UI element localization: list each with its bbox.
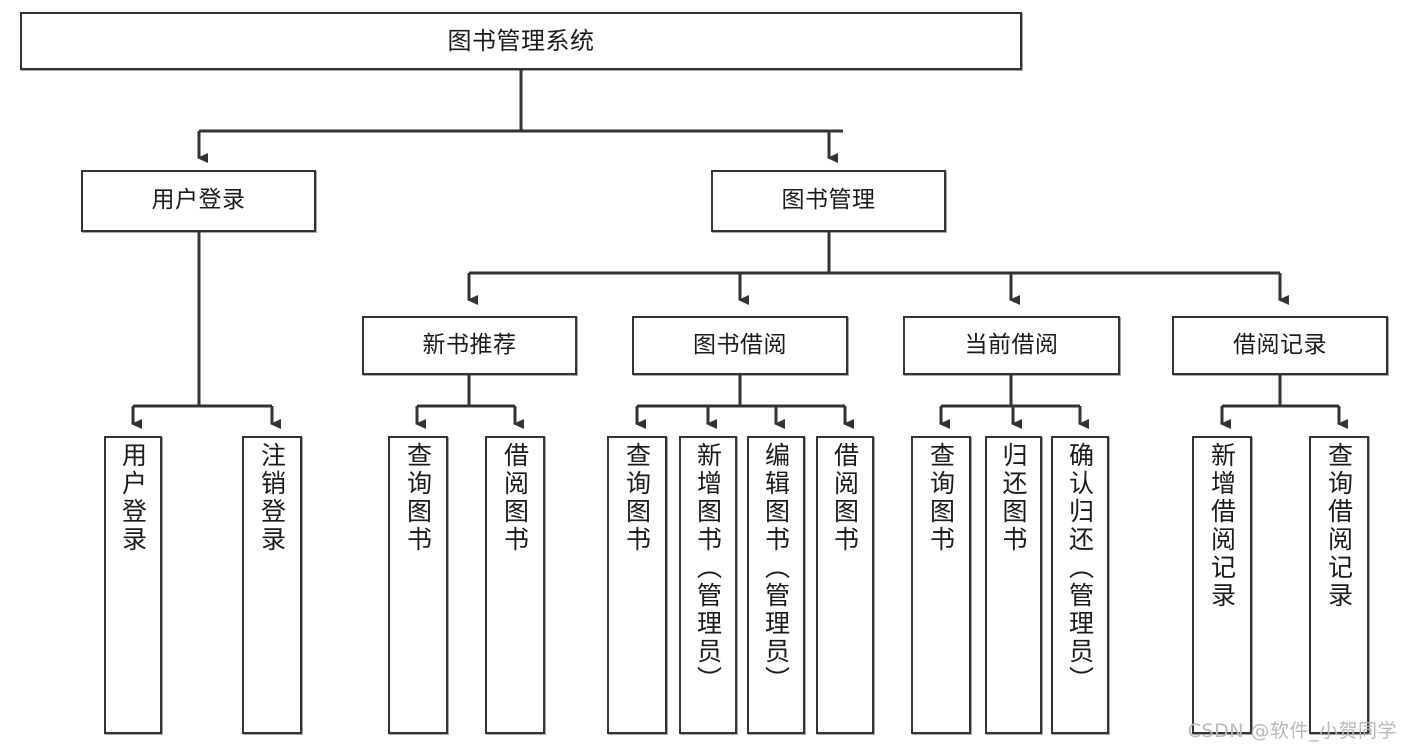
- node-user-login[interactable]: 用户登录: [81, 170, 316, 232]
- node-leaf-edit-book-label: 编辑图书（管理员）: [761, 442, 791, 694]
- node-new-book-recommend[interactable]: 新书推荐: [362, 316, 577, 375]
- watermark: CSDN @软件_小贺同学: [1187, 720, 1397, 742]
- node-book-manage[interactable]: 图书管理: [711, 170, 946, 232]
- node-leaf-return-book-label: 归还图书: [999, 442, 1028, 554]
- node-leaf-query-book-1-label: 查询图书: [403, 442, 433, 554]
- node-leaf-user-login[interactable]: 用户登录: [104, 436, 162, 734]
- node-root[interactable]: 图书管理系统: [20, 12, 1022, 70]
- node-book-borrow[interactable]: 图书借阅: [632, 316, 848, 375]
- node-leaf-borrow-book-2-label: 借阅图书: [830, 442, 860, 554]
- node-leaf-query-book-2[interactable]: 查询图书: [607, 436, 667, 734]
- node-leaf-add-record[interactable]: 新增借阅记录: [1192, 436, 1252, 734]
- node-leaf-query-book-3-label: 查询图书: [926, 442, 956, 554]
- node-leaf-confirm-return[interactable]: 确认归还（管理员）: [1051, 436, 1109, 734]
- node-leaf-query-book-3[interactable]: 查询图书: [911, 436, 971, 734]
- node-leaf-logout[interactable]: 注销登录: [242, 436, 302, 734]
- node-root-label: 图书管理系统: [447, 26, 595, 55]
- node-leaf-add-book[interactable]: 新增图书（管理员）: [679, 436, 737, 734]
- node-leaf-query-book-2-label: 查询图书: [622, 442, 652, 554]
- node-leaf-add-book-label: 新增图书（管理员）: [693, 442, 723, 694]
- node-leaf-borrow-book-2[interactable]: 借阅图书: [816, 436, 874, 734]
- node-leaf-borrow-book-1[interactable]: 借阅图书: [485, 436, 545, 734]
- node-new-book-recommend-label: 新书推荐: [422, 331, 517, 358]
- node-user-login-label: 用户登录: [151, 187, 246, 214]
- node-leaf-add-record-label: 新增借阅记录: [1207, 442, 1237, 610]
- node-leaf-borrow-book-1-label: 借阅图书: [500, 442, 530, 554]
- node-borrow-record[interactable]: 借阅记录: [1172, 316, 1388, 375]
- node-leaf-return-book[interactable]: 归还图书: [985, 436, 1042, 734]
- node-leaf-user-login-label: 用户登录: [118, 442, 148, 554]
- node-leaf-query-book-1[interactable]: 查询图书: [388, 436, 448, 734]
- node-current-borrow-label: 当前借阅: [964, 331, 1059, 358]
- node-current-borrow[interactable]: 当前借阅: [903, 316, 1120, 375]
- node-book-borrow-label: 图书借阅: [693, 331, 787, 358]
- node-book-manage-label: 图书管理: [781, 187, 876, 214]
- node-leaf-confirm-return-label: 确认归还（管理员）: [1065, 442, 1095, 694]
- node-leaf-query-record[interactable]: 查询借阅记录: [1309, 436, 1369, 734]
- node-leaf-query-record-label: 查询借阅记录: [1324, 442, 1354, 610]
- node-borrow-record-label: 借阅记录: [1233, 331, 1327, 358]
- node-leaf-edit-book[interactable]: 编辑图书（管理员）: [747, 436, 805, 734]
- node-leaf-logout-label: 注销登录: [257, 442, 287, 554]
